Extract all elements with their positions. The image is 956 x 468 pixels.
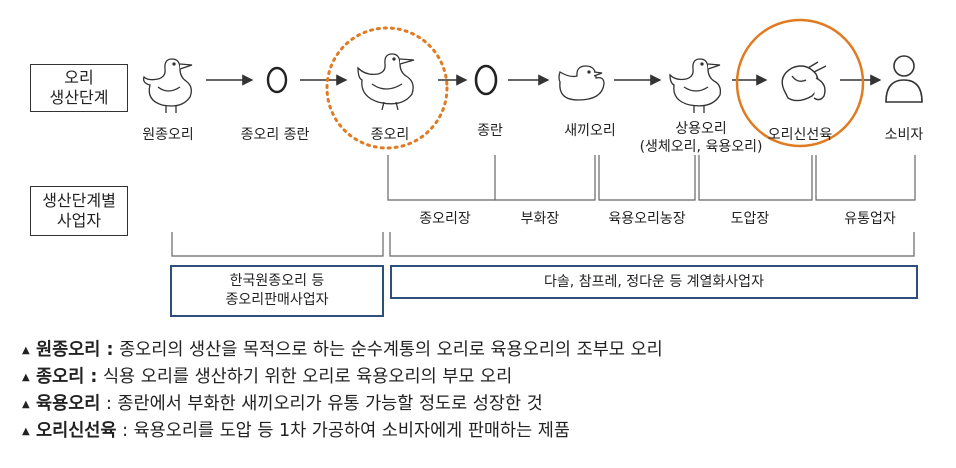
triangle-bullet-icon: ▲	[22, 399, 30, 410]
egg-icon	[266, 66, 288, 94]
definition-desc: 종오리의 생산을 목적으로 하는 순수계통의 오리로 육용오리의 조부모 오리	[113, 340, 663, 360]
definitions-list: ▲ 원종오리 : 종오리의 생산을 목적으로 하는 순수계통의 오리로 육용오리의…	[22, 337, 942, 445]
business-label-broiler-farm: 육용오리농장	[608, 211, 686, 227]
business-by-stage-label: 생산단계별 사업자	[30, 186, 128, 236]
triangle-bullet-icon: ▲	[22, 345, 30, 356]
definition-desc: 식용 오리를 생산하기 위한 오리로 육용오리의 부모 오리	[97, 367, 513, 387]
definition-term: 종오리 :	[36, 367, 98, 387]
definition-item: ▲ 오리신선육 : 육용오리를 도압 등 1차 가공하여 소비자에게 판매하는 제…	[22, 418, 942, 445]
business-label-slaughterhouse: 도압장	[730, 211, 770, 227]
triangle-bullet-icon: ▲	[22, 372, 30, 383]
stage-label-duckling: 새끼오리	[564, 123, 616, 139]
person-icon	[885, 55, 923, 103]
stage-label-consumer: 소비자	[884, 127, 924, 143]
stage-label-breeder-egg: 종오리 종란	[240, 127, 310, 143]
stage-label-grand-parent-duck: 원종오리	[142, 127, 194, 143]
stage-label-commercial-duck: 상용오리 (생체오리, 육용오리)	[639, 121, 763, 155]
triangle-bullet-icon: ▲	[22, 426, 30, 437]
definition-item: ▲ 육용오리 : 종란에서 부화한 새끼오리가 유통 가능할 정도로 성장한 것	[22, 391, 942, 418]
duck-icon	[357, 53, 415, 111]
business-label-hatchery: 부화장	[520, 211, 560, 227]
egg-icon	[474, 64, 498, 96]
definition-term: 오리신선육	[36, 421, 117, 441]
definition-term: 원종오리 :	[36, 340, 114, 360]
business-label-distributor: 유통업자	[844, 211, 896, 227]
business-label-breeder-farm: 종오리장	[419, 211, 471, 227]
stage-label-breeder-duck: 종오리	[370, 127, 410, 143]
duck-icon	[142, 58, 193, 113]
definition-term: 육용오리	[36, 394, 101, 414]
stage-label-hatching-egg: 종란	[477, 123, 503, 139]
definition-item: ▲ 원종오리 : 종오리의 생산을 목적으로 하는 순수계통의 오리로 육용오리의…	[22, 337, 942, 364]
definition-item: ▲ 종오리 : 식용 오리를 생산하기 위한 오리로 육용오리의 부모 오리	[22, 364, 942, 391]
definition-desc: : 육용오리를 도압 등 1차 가공하여 소비자에게 판매하는 제품	[116, 421, 570, 441]
solid-highlight-circle	[735, 18, 865, 148]
stage-label-fresh-meat: 오리신선육	[767, 127, 833, 143]
meat-icon	[781, 61, 827, 102]
duck-icon	[669, 58, 722, 113]
group-box-integrators: 다솔, 참프레, 정다운 등 계열화사업자	[390, 265, 918, 299]
group-box-breeder-sellers: 한국원종오리 등 종오리판매사업자	[170, 265, 384, 317]
dotted-highlight-circle	[325, 26, 449, 150]
duckling-icon	[558, 65, 605, 101]
definition-desc: : 종란에서 부화한 새끼오리가 유통 가능할 정도로 성장한 것	[100, 394, 543, 414]
production-stage-label: 오리 생산단계	[30, 64, 128, 112]
business-brackets	[171, 155, 916, 257]
